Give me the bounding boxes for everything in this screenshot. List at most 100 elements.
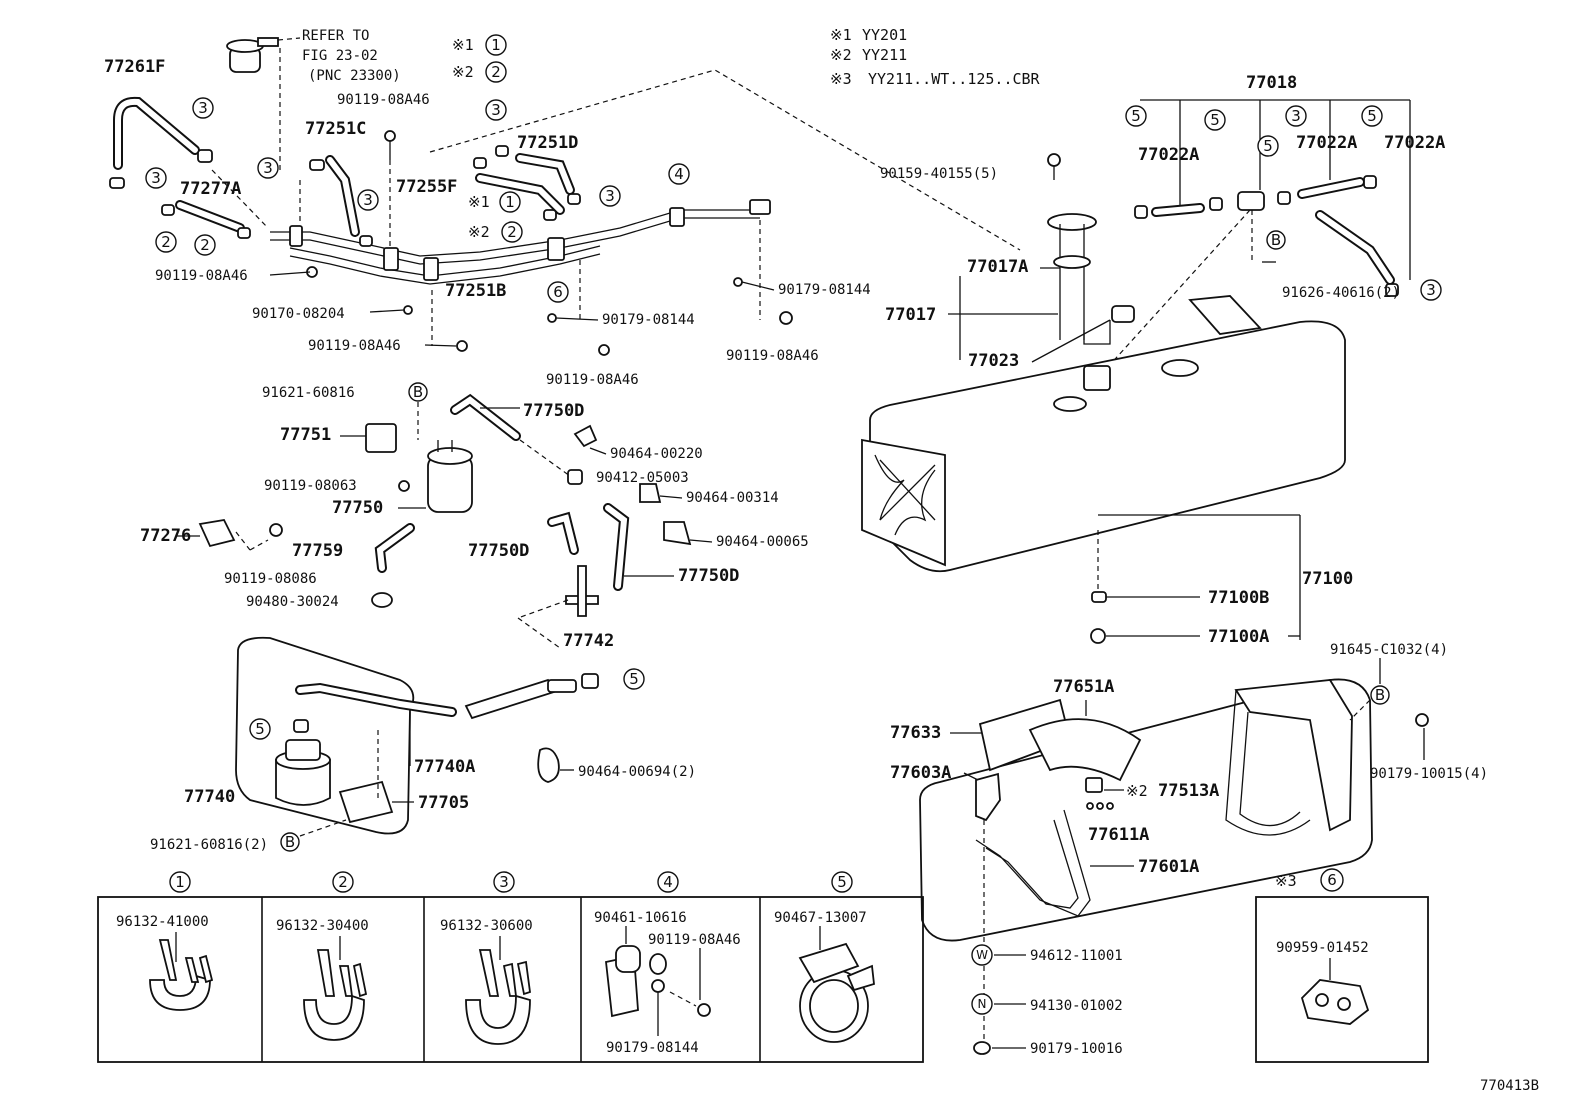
clip-3-icon [465,936,531,1045]
labels-top-left: 77261F 77251C 77277A 77251D 77255F 77251… [104,57,871,388]
label-77740: 77740 [184,787,235,807]
refer-line-2: FIG 23-02 [302,48,378,64]
label-90179-08144-a: 90179-08144 [602,312,695,328]
svg-text:5: 5 [1367,107,1377,125]
label-91645-C1032: 91645-C1032(4) [1330,642,1448,658]
svg-text:2: 2 [491,63,501,81]
label-77100A: 77100A [1208,627,1269,647]
svg-text:2: 2 [161,233,171,251]
svg-text:1: 1 [491,36,501,54]
refer-note: REFER TO FIG 23-02 (PNC 23300) [226,28,401,170]
svg-text:3: 3 [151,169,161,187]
label-77513A: 77513A [1158,781,1219,801]
legend-3-part: 96132-30600 [440,918,533,934]
label-91621-60816: 91621-60816 [262,385,355,401]
main-fuel-tank: 77100 77100B 77100A [861,295,1353,647]
label-77017A: 77017A [967,257,1028,277]
label-90464-00220: 90464-00220 [610,446,703,462]
svg-text:※2: ※2 [468,223,490,241]
legend-4-part-a: 90461-10616 [594,910,687,926]
clip-2-icon [303,936,368,1041]
label-77251C: 77251C [305,119,366,139]
svg-text:5: 5 [255,720,265,738]
label-77100B: 77100B [1208,588,1269,608]
label-91626-40616: 91626-40616(2) [1282,285,1400,301]
label-77276: 77276 [140,526,191,546]
lower-tank-brackets: 77651A 77633 77603A ※2 77513A 77611A 776… [890,642,1488,1057]
label-77100: 77100 [1302,569,1353,589]
label-77759: 77759 [292,541,343,561]
clip-4-icon [605,926,711,1036]
label-90412-05003: 90412-05003 [596,470,689,486]
svg-text:3: 3 [198,99,208,117]
refer-line-3: (PNC 23300) [308,68,401,84]
svg-text:6: 6 [1327,871,1337,889]
label-90119-08A46-c: 90119-08A46 [308,338,401,354]
label-77705: 77705 [418,793,469,813]
svg-text:B: B [285,833,295,851]
svg-text:B: B [413,383,423,401]
legend-6-part: 90959-01452 [1276,940,1369,956]
figure-code: 770413B [1480,1078,1539,1094]
legend-4-part-c: 90179-08144 [606,1040,699,1056]
legend-2-part: 96132-30400 [276,918,369,934]
label-77603A: 77603A [890,763,951,783]
svg-text:5: 5 [1263,137,1273,155]
label-77022A-b: 77022A [1296,133,1357,153]
label-90170-08204: 90170-08204 [252,306,345,322]
label-77742: 77742 [563,631,614,651]
svg-text:1: 1 [175,873,185,891]
note-1-mark: ※1 [830,26,852,44]
clip-1-icon [149,932,214,1011]
svg-text:N: N [978,997,987,1011]
svg-text:5: 5 [1210,111,1220,129]
label-90119-08A46-d: 90119-08A46 [546,372,639,388]
callouts-top-left: 3 3 2 2 3 3 1 2 3 1 2 3 4 6 ※1 ※2 ※1 ※2 [145,34,690,303]
label-77017: 77017 [885,305,936,325]
label-77251B: 77251B [445,281,506,301]
label-77513A-mark: ※2 [1126,782,1148,800]
label-90464-00065: 90464-00065 [716,534,809,550]
label-77751: 77751 [280,425,331,445]
sub-tank: 5 77740A 90464-00694(2) 5 77740 77705 91… [150,636,696,853]
label-77022A-a: 77022A [1138,145,1199,165]
label-90159-40155: 90159-40155(5) [880,166,998,182]
svg-text:5: 5 [1131,107,1141,125]
label-77601A: 77601A [1138,857,1199,877]
label-77023: 77023 [968,351,1019,371]
label-77261F: 77261F [104,57,165,77]
svg-text:6: 6 [553,283,563,301]
svg-text:2: 2 [338,873,348,891]
label-77633: 77633 [890,723,941,743]
label-94130-01002: 94130-01002 [1030,998,1123,1014]
legend-clip-table: 1 2 3 4 5 96132-41000 96132-30400 96132-… [97,868,1429,1063]
filter-group: 91621-60816 B 77751 90119-08063 77750 77… [140,382,809,651]
label-77251D: 77251D [517,133,578,153]
svg-text:※1: ※1 [468,193,490,211]
label-91621-60816-2: 91621-60816(2) [150,837,268,853]
label-90464-00694: 90464-00694(2) [578,764,696,780]
label-90119-08A46-e: 90119-08A46 [726,348,819,364]
note-3-mark: ※3 [830,70,852,88]
label-77255F: 77255F [396,177,457,197]
legend-6-mark: ※3 [1275,872,1297,890]
svg-text:3: 3 [1426,281,1436,299]
label-77750D-c: 77750D [678,566,739,586]
label-90119-08A46-b: 90119-08A46 [155,268,248,284]
label-90119-08086: 90119-08086 [224,571,317,587]
label-77018: 77018 [1246,73,1297,93]
label-90179-10016: 90179-10016 [1030,1041,1123,1057]
svg-text:B: B [1271,231,1281,249]
label-77651A: 77651A [1053,677,1114,697]
svg-text:3: 3 [363,191,373,209]
label-77750D-a: 77750D [523,401,584,421]
svg-text:W: W [976,948,988,962]
svg-text:※2: ※2 [452,63,474,81]
note-2-mark: ※2 [830,46,852,64]
refer-line-1: REFER TO [302,28,369,44]
svg-text:※1: ※1 [452,36,474,54]
svg-text:3: 3 [263,159,273,177]
svg-text:3: 3 [1291,107,1301,125]
svg-text:5: 5 [837,873,847,891]
